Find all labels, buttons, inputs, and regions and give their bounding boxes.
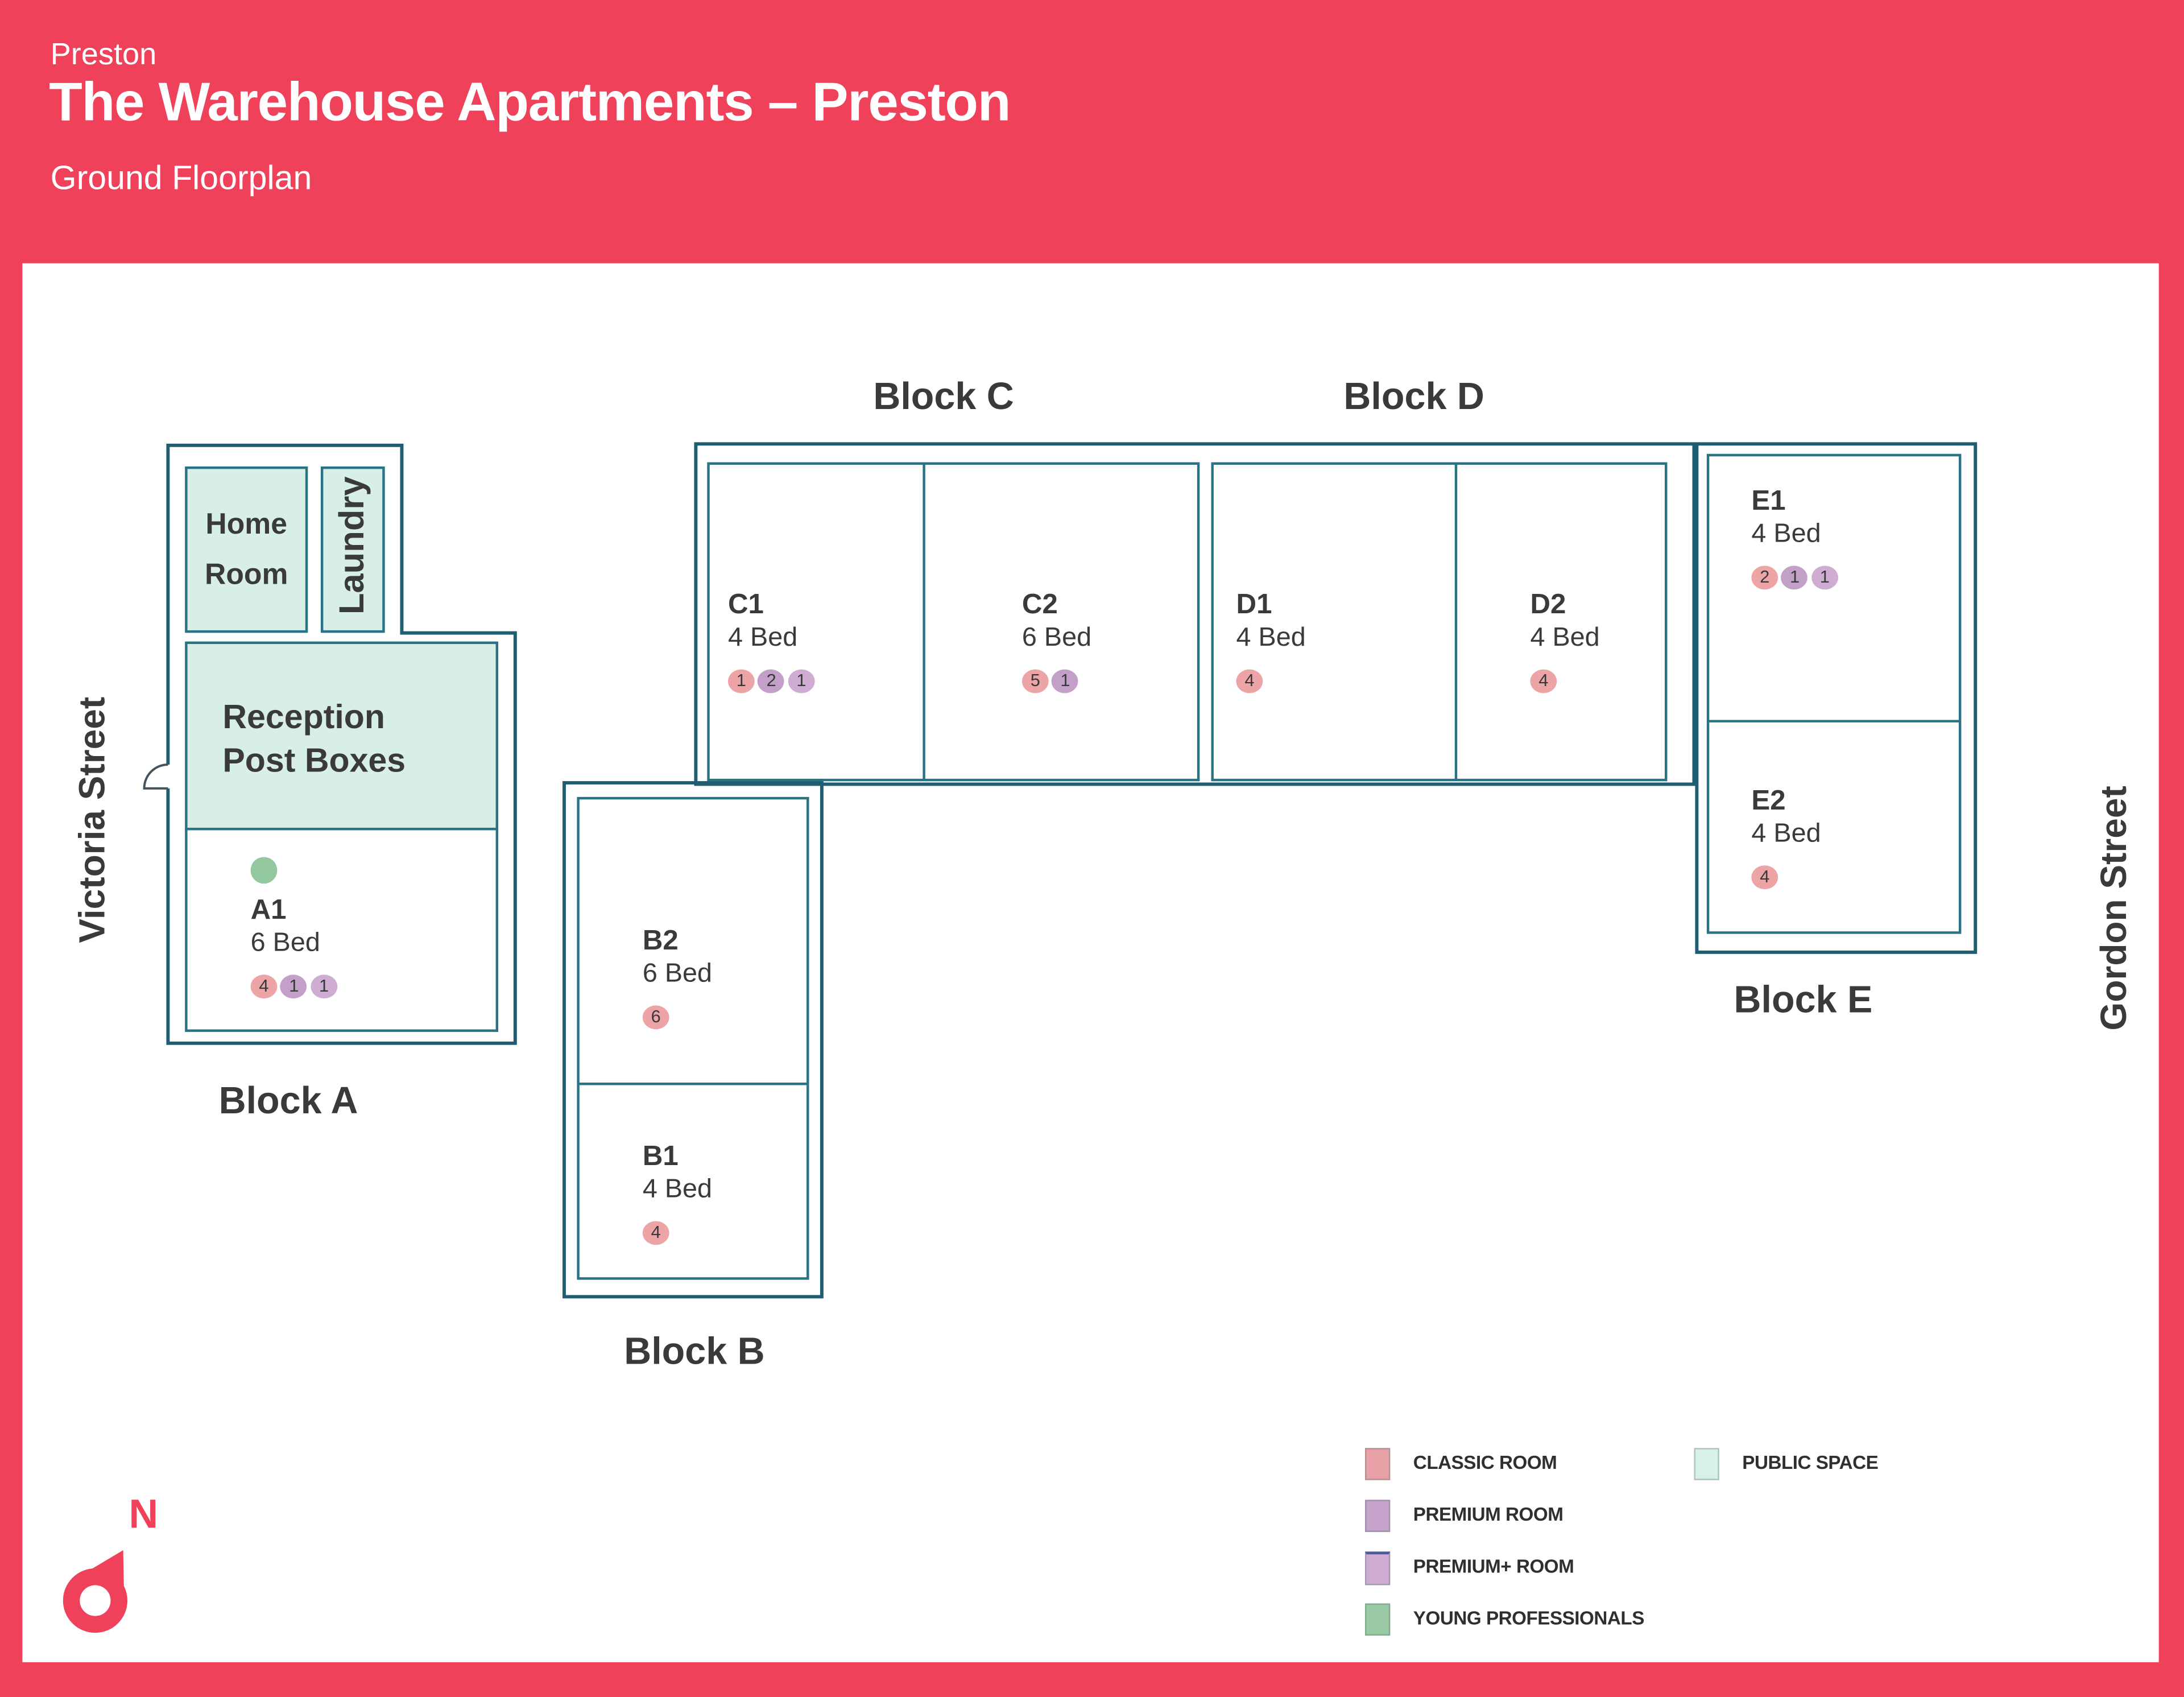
street-label-gordon: Gordon Street: [2092, 786, 2135, 1031]
premium-plus-room-badge: 1: [788, 669, 815, 693]
premium-plus-room-badge: 1: [311, 975, 338, 999]
room-badges: 4: [1751, 865, 1821, 890]
classic-room-badge: 2: [1751, 565, 1778, 590]
legend-item-classic: CLASSIC ROOM: [1365, 1448, 1557, 1480]
room-badges: 2 1 1: [1751, 565, 1838, 591]
room-badges: 1 2 1: [728, 669, 815, 695]
home-room-label: Home Room: [205, 508, 288, 591]
premium-room-badge: 1: [1052, 669, 1079, 693]
classic-room-badge: 4: [642, 1221, 669, 1245]
room-badges: 4: [1236, 669, 1306, 695]
young-professionals-swatch: [1365, 1603, 1391, 1636]
reception-label: Reception Post Boxes: [222, 699, 406, 781]
classic-room-badge: 4: [250, 975, 278, 999]
legend-item-young-professionals: YOUNG PROFESSIONALS: [1365, 1603, 1644, 1636]
room-b1: B1 4 Bed 4: [642, 1140, 713, 1246]
room-name: D1: [1236, 589, 1272, 621]
room-name: B1: [642, 1141, 679, 1172]
public-space-swatch: [1694, 1448, 1719, 1480]
premium-room-badge: 1: [1781, 565, 1808, 590]
legend-item-public-space: PUBLIC SPACE: [1694, 1448, 1879, 1480]
premium-plus-room-badge: 1: [1811, 565, 1838, 590]
room-d1: D1 4 Bed 4: [1236, 588, 1306, 695]
classic-room-badge: 4: [1236, 669, 1263, 693]
block-a-label: Block A: [218, 1079, 358, 1122]
room-badges: 4: [642, 1221, 712, 1246]
block-b-label: Block B: [624, 1330, 765, 1373]
legend-item-premium-plus: PREMIUM+ ROOM: [1365, 1551, 1574, 1585]
room-beds: 4 Bed: [1530, 623, 1600, 653]
premium-room-badge: 1: [280, 975, 308, 999]
header-subtitle: Ground Floorplan: [50, 159, 312, 198]
room-beds: 4 Bed: [1751, 819, 1821, 849]
room-beds: 6 Bed: [642, 959, 713, 989]
premium-plus-room-swatch: [1365, 1551, 1391, 1585]
legend-item-premium: PREMIUM ROOM: [1365, 1500, 1563, 1532]
block-d-label: Block D: [1343, 375, 1484, 418]
room-beds: 4 Bed: [1751, 519, 1821, 549]
room-name: C2: [1021, 589, 1058, 621]
premium-room-badge: 2: [758, 669, 785, 693]
classic-room-badge: 1: [728, 669, 755, 693]
header-location: Preston: [50, 36, 157, 72]
street-label-victoria: Victoria Street: [71, 696, 113, 943]
premium-room-swatch: [1365, 1500, 1391, 1532]
classic-room-badge: 6: [642, 1005, 669, 1030]
room-beds: 4 Bed: [728, 623, 798, 653]
room-name: E1: [1751, 486, 1786, 517]
room-name: C1: [728, 589, 764, 621]
room-e1: E1 4 Bed 2 1 1: [1751, 485, 1838, 591]
classic-room-swatch: [1365, 1448, 1391, 1480]
room-name: E2: [1751, 785, 1786, 817]
compass-north-label: N: [129, 1493, 159, 1538]
room-c1: C1 4 Bed 1 2 1: [728, 588, 815, 695]
room-badges: 5 1: [1021, 669, 1091, 695]
block-c-label: Block C: [873, 375, 1014, 418]
room-beds: 6 Bed: [1021, 623, 1092, 653]
room-d2: D2 4 Bed 4: [1530, 588, 1600, 695]
block-e-label: Block E: [1734, 978, 1873, 1021]
young-professionals-dot: [250, 857, 278, 884]
room-badges: 4 1 1: [250, 975, 338, 1000]
classic-room-badge: 4: [1530, 669, 1557, 693]
page-title: The Warehouse Apartments – Preston: [49, 73, 1011, 133]
classic-room-badge: 4: [1751, 865, 1778, 890]
room-beds: 4 Bed: [642, 1175, 713, 1204]
room-name: D2: [1530, 589, 1566, 621]
room-name: A1: [250, 894, 287, 926]
room-c2: C2 6 Bed 5 1: [1021, 588, 1092, 695]
classic-room-badge: 5: [1021, 669, 1049, 693]
room-beds: 6 Bed: [250, 928, 320, 958]
room-b2: B2 6 Bed 6: [642, 924, 713, 1031]
room-badges: 6: [642, 1005, 712, 1030]
room-e2: E2 4 Bed 4: [1751, 784, 1821, 890]
room-name: B2: [642, 926, 679, 957]
room-a1: A1 6 Bed 4 1 1: [250, 857, 338, 1000]
header: Preston The Warehouse Apartments – Prest…: [0, 0, 2184, 263]
room-beds: 4 Bed: [1236, 623, 1306, 653]
room-badges: 4: [1530, 669, 1599, 695]
